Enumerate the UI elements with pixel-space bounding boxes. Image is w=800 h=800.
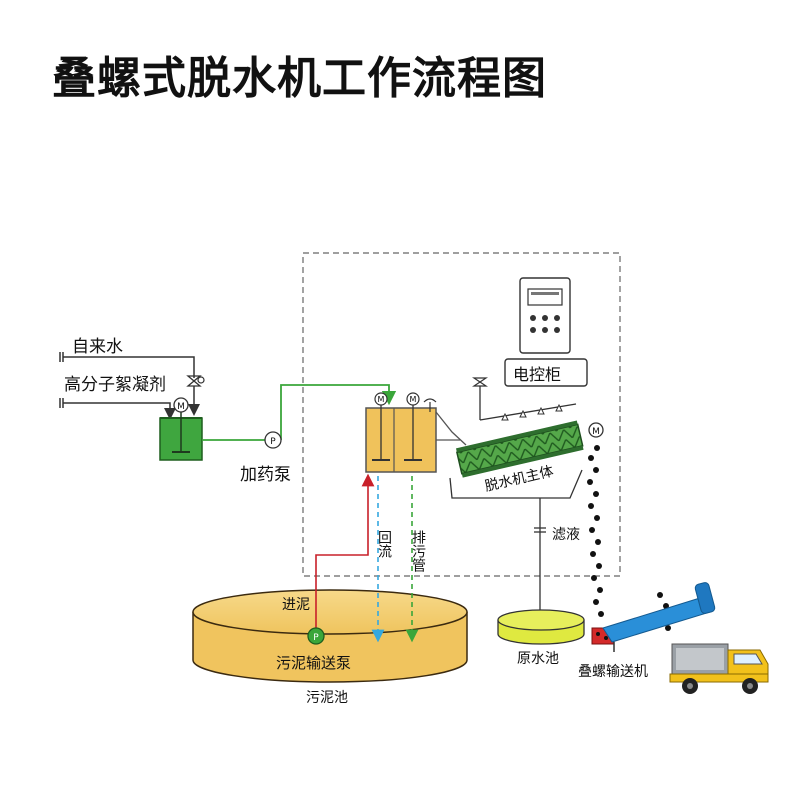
tap-water-label: 自来水: [72, 337, 123, 357]
sludge-tank: [192, 589, 468, 683]
screw-conveyor: [591, 582, 716, 652]
level-sensor-icon: [423, 398, 437, 412]
wash-water-line: [472, 377, 577, 421]
floc-motor-icon-2: M: [406, 392, 420, 406]
mixing-tank: [159, 410, 203, 461]
sludge-pump-label: 污泥输送泵: [276, 654, 351, 672]
polymer-line: [59, 398, 176, 420]
sludge-feed-line: [315, 473, 375, 634]
control-cabinet-label-box: [504, 358, 588, 387]
svg-text:M: M: [592, 427, 600, 437]
diagram-title: 叠螺式脱水机工作流程图: [52, 53, 547, 104]
flocculation-tank: [365, 405, 460, 473]
raw-water-tank-label: 原水池: [517, 651, 559, 667]
control-cabinet: [519, 277, 571, 354]
svg-text:M: M: [177, 402, 185, 412]
main-motor-icon: M: [588, 422, 604, 438]
control-cabinet-label: 电控柜: [513, 365, 561, 384]
dump-truck: [669, 643, 769, 694]
dosing-pump-icon: P: [264, 431, 282, 449]
dosing-pump-label: 加药泵: [240, 465, 291, 485]
floc-motor-icon-1: M: [374, 392, 388, 406]
svg-text:M: M: [410, 395, 417, 404]
raw-water-tank: [497, 609, 585, 645]
svg-text:P: P: [313, 633, 319, 643]
sludge-in-label: 进泥: [282, 597, 310, 613]
mixer-motor-icon: M: [173, 397, 189, 413]
tap-water-line: [59, 352, 195, 378]
svg-text:P: P: [270, 437, 276, 447]
valve-icon: [186, 375, 205, 416]
sludge-pump-icon: P: [307, 627, 325, 645]
sludge-cake-drops: [587, 445, 671, 631]
svg-text:M: M: [378, 395, 385, 404]
filtrate-tray: [449, 469, 583, 499]
dosing-line-up: [280, 384, 397, 440]
overflow-pipe: [435, 411, 467, 446]
screw-conveyor-label: 叠螺输送机: [578, 664, 648, 680]
sludge-tank-label: 污泥池: [306, 690, 348, 706]
filtrate-label: 滤液: [552, 527, 580, 543]
return-label: 回流: [376, 530, 392, 559]
discharge-label: 排污管: [410, 530, 426, 572]
polymer-label: 高分子絮凝剂: [64, 375, 166, 395]
dewatering-main-body: [455, 420, 584, 478]
